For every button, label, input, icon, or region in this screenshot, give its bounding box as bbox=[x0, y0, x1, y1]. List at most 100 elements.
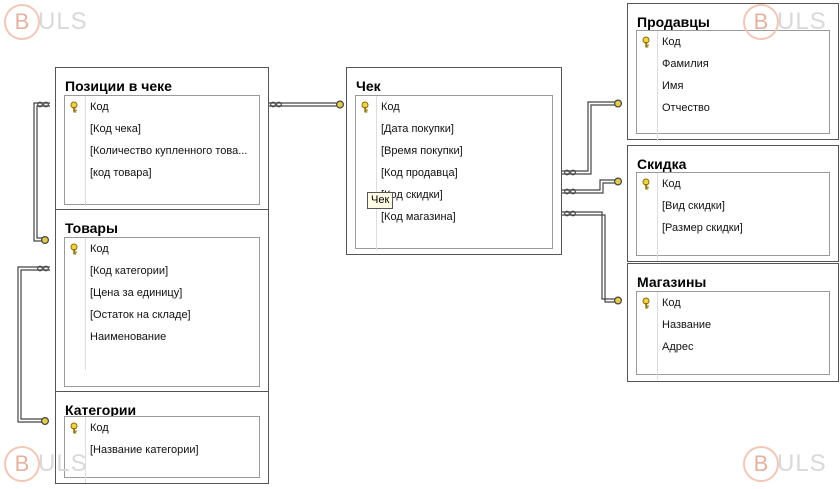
field-name: Код bbox=[662, 36, 681, 48]
field-row[interactable]: Отчество bbox=[637, 97, 829, 119]
empty-row bbox=[637, 119, 829, 141]
field-name: [Цена за единицу] bbox=[90, 287, 183, 299]
table-goods[interactable]: Товары Код [Код категории] [Цена за единиц… bbox=[55, 209, 269, 394]
table-title: Позиции в чеке bbox=[65, 78, 172, 94]
field-row[interactable]: Имя bbox=[637, 75, 829, 97]
relation-check-sellers bbox=[562, 99, 622, 176]
row-selector bbox=[637, 217, 658, 239]
row-selector bbox=[356, 206, 377, 228]
field-row[interactable]: [Размер скидки] bbox=[637, 217, 829, 239]
row-selector bbox=[65, 162, 86, 184]
field-name: [Остаток на складе] bbox=[90, 309, 191, 321]
field-row[interactable]: [Количество купленного това... bbox=[65, 140, 259, 162]
row-selector bbox=[65, 96, 86, 118]
field-name: Имя bbox=[662, 80, 684, 92]
empty-row bbox=[637, 239, 829, 261]
row-selector bbox=[637, 97, 658, 119]
field-row[interactable]: Фамилия bbox=[637, 53, 829, 75]
field-row[interactable]: [Дата покупки] bbox=[356, 118, 552, 140]
watermark-logo: B ULS bbox=[741, 4, 837, 44]
field-grid: Код [Название категории] bbox=[64, 416, 260, 483]
field-row[interactable]: [код товара] bbox=[65, 162, 259, 184]
primary-key-icon bbox=[70, 101, 78, 113]
row-selector bbox=[65, 282, 86, 304]
field-row[interactable]: [Остаток на складе] bbox=[65, 304, 259, 326]
watermark-logo: B ULS bbox=[2, 4, 98, 44]
watermark-logo: B ULS bbox=[2, 446, 98, 486]
table-title: Скидка bbox=[637, 156, 687, 172]
primary-key-icon bbox=[70, 243, 78, 255]
table-positions[interactable]: Позиции в чеке Код[Код чека] [Количество … bbox=[55, 67, 269, 211]
field-grid: Код [Код категории] [Цена за единицу] [Оста… bbox=[64, 237, 260, 387]
field-name: [Время покупки] bbox=[381, 145, 463, 157]
field-name: Код bbox=[381, 101, 400, 113]
primary-key-icon bbox=[70, 422, 78, 434]
table-title: Категории bbox=[65, 402, 137, 418]
table-title: Чек bbox=[356, 78, 381, 94]
table-categories[interactable]: Категории Код [Название категории] bbox=[55, 391, 269, 484]
field-name: [Дата покупки] bbox=[381, 123, 454, 135]
field-row[interactable]: Код bbox=[356, 96, 552, 118]
row-selector bbox=[637, 75, 658, 97]
field-name: [Количество купленного това... bbox=[90, 145, 248, 157]
field-name: Наименование bbox=[90, 331, 167, 343]
field-name: Код bbox=[90, 243, 109, 255]
table-title: Товары bbox=[65, 220, 118, 236]
field-grid: Код[Код чека] [Количество купленного това… bbox=[64, 95, 260, 206]
primary-key-icon bbox=[361, 101, 369, 113]
field-row[interactable]: Наименование bbox=[65, 326, 259, 348]
table-title: Магазины bbox=[637, 274, 707, 290]
field-row[interactable]: Код bbox=[65, 96, 259, 118]
field-row[interactable]: [Время покупки] bbox=[356, 140, 552, 162]
row-selector bbox=[637, 195, 658, 217]
table-title: Продавцы bbox=[637, 14, 710, 30]
field-row[interactable]: [Название категории] bbox=[65, 439, 259, 461]
empty-row bbox=[356, 228, 552, 250]
row-selector bbox=[637, 314, 658, 336]
relation-goods-categories bbox=[17, 265, 50, 426]
field-name: Фамилия bbox=[662, 58, 709, 70]
field-name: [Название категории] bbox=[90, 444, 199, 456]
field-name: [Размер скидки] bbox=[662, 222, 743, 234]
field-row[interactable]: [Код продавца] bbox=[356, 162, 552, 184]
field-row[interactable]: [Код магазина] bbox=[356, 206, 552, 228]
primary-key-icon bbox=[642, 178, 650, 190]
field-row[interactable]: [Код чека] bbox=[65, 118, 259, 140]
field-name: [Код категории] bbox=[90, 265, 169, 277]
field-name: Код bbox=[90, 422, 109, 434]
field-name: [код товара] bbox=[90, 167, 152, 179]
field-name: [Код магазина] bbox=[381, 211, 456, 223]
row-selector bbox=[65, 260, 86, 282]
row-selector bbox=[356, 96, 377, 118]
row-selector bbox=[637, 292, 658, 314]
relation-positions-check bbox=[268, 100, 345, 109]
field-row[interactable]: Код bbox=[65, 238, 259, 260]
field-row[interactable]: Название bbox=[637, 314, 829, 336]
row-selector bbox=[65, 140, 86, 162]
field-row[interactable]: Код bbox=[637, 292, 829, 314]
field-name: Код bbox=[662, 178, 681, 190]
field-row[interactable]: Адрес bbox=[637, 336, 829, 358]
field-row[interactable]: [Вид скидки] bbox=[637, 195, 829, 217]
relation-check-shops bbox=[562, 210, 622, 305]
empty-row bbox=[637, 358, 829, 380]
table-check[interactable]: Чек Код [Дата покупки] [Время покупки] [Код… bbox=[346, 67, 562, 255]
row-selector bbox=[356, 140, 377, 162]
field-row[interactable]: Код bbox=[637, 173, 829, 195]
field-row[interactable]: [Код категории] bbox=[65, 260, 259, 282]
field-row[interactable]: Код bbox=[65, 417, 259, 439]
field-row[interactable]: [Цена за единицу] bbox=[65, 282, 259, 304]
field-name: [Код продавца] bbox=[381, 167, 458, 179]
table-discount[interactable]: Скидка Код [Вид скидки] [Размер скидки] bbox=[627, 145, 839, 262]
empty-row bbox=[65, 348, 259, 370]
empty-row bbox=[65, 184, 259, 206]
primary-key-icon bbox=[642, 36, 650, 48]
row-selector bbox=[65, 417, 86, 439]
field-row[interactable]: Код bbox=[637, 31, 829, 53]
tooltip: Чек bbox=[367, 192, 394, 209]
